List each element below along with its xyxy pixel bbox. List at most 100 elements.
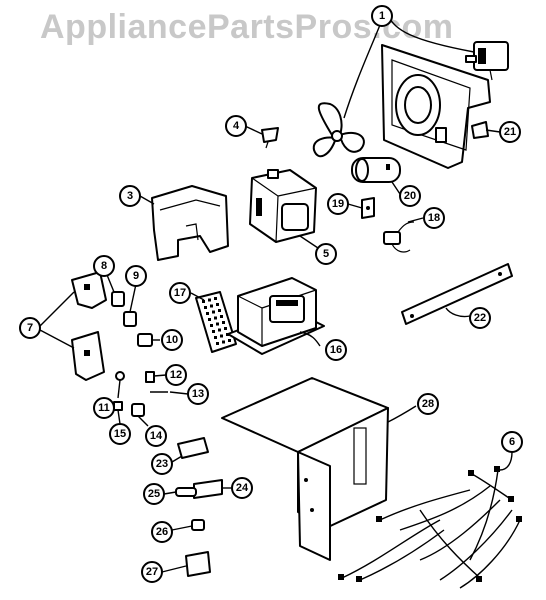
part-14-clip: [131, 403, 145, 417]
vent-hole: [220, 315, 223, 318]
callout-14: 14: [145, 425, 167, 447]
callout-13: 13: [187, 383, 209, 405]
vent-hole: [204, 306, 207, 309]
callout-label: 19: [332, 198, 344, 210]
part-4-sensor: [261, 127, 279, 149]
callout-label: 9: [133, 270, 139, 282]
callout-28: 28: [417, 393, 439, 415]
callout-17: 17: [169, 282, 191, 304]
callout-label: 22: [474, 312, 486, 324]
vent-hole: [218, 309, 221, 312]
fan-blade: [312, 102, 365, 158]
callout-label: 18: [428, 212, 440, 224]
vent-hole: [224, 327, 227, 330]
part-28-base-plate: [221, 377, 389, 561]
callout-10: 10: [161, 329, 183, 351]
part-20-capacitor: [351, 157, 401, 183]
part-8-switch: [111, 291, 125, 307]
vent-hole: [218, 328, 221, 332]
callout-3: 3: [119, 185, 141, 207]
part-3-air-duct: [151, 185, 229, 261]
vent-hole: [210, 304, 213, 308]
part-18-diode: [383, 221, 415, 253]
callout-label: 17: [174, 287, 186, 299]
vent-hole: [214, 316, 217, 320]
callout-12: 12: [165, 364, 187, 386]
callout-23: 23: [151, 453, 173, 475]
callout-label: 5: [323, 248, 329, 260]
callout-25: 25: [143, 483, 165, 505]
vent-hole: [222, 340, 225, 344]
callout-5: 5: [315, 243, 337, 265]
callout-label: 24: [236, 482, 249, 494]
part-27-relay: [185, 551, 211, 577]
callout-6: 6: [501, 431, 523, 453]
part-19-bracket: [361, 197, 375, 219]
callout-label: 23: [156, 458, 168, 470]
vent-hole: [208, 318, 211, 321]
vent-hole: [206, 312, 209, 315]
vent-hole: [216, 342, 219, 345]
callout-label: 3: [127, 190, 133, 202]
part-24-fuse-holder: [193, 479, 223, 499]
part-11-nut: [115, 371, 125, 381]
vent-hole: [216, 303, 219, 306]
callout-label: 20: [404, 190, 416, 202]
callout-22: 22: [469, 307, 491, 329]
part-10-switch: [137, 333, 153, 347]
callout-26: 26: [151, 521, 173, 543]
callout-1: 1: [371, 5, 393, 27]
part-5-magnetron: [249, 169, 317, 243]
part-16-transformer: [227, 277, 325, 355]
part-17-vent-plate: [195, 291, 237, 353]
callout-label: 28: [422, 398, 434, 410]
callout-8: 8: [93, 255, 115, 277]
callout-9: 9: [125, 265, 147, 287]
part-12-screw: [145, 371, 155, 383]
callout-label: 10: [166, 334, 178, 346]
part-9-switch: [123, 311, 137, 327]
part-22-rail: [401, 263, 513, 325]
callout-label: 7: [27, 322, 33, 334]
callout-label: 1: [379, 10, 385, 22]
vent-hole: [222, 321, 225, 324]
callout-7: 7: [19, 317, 41, 339]
vent-hole: [208, 298, 211, 302]
vent-hole: [212, 330, 215, 333]
part-6-wire-harness: [338, 466, 522, 589]
callout-19: 19: [327, 193, 349, 215]
part-25-fuse: [175, 487, 197, 497]
fan-motor: [465, 41, 509, 81]
callout-label: 26: [156, 526, 168, 538]
vent-hole: [212, 310, 215, 314]
vent-hole: [202, 300, 205, 303]
callout-15: 15: [109, 423, 131, 445]
part-23-terminal-block: [177, 437, 209, 459]
fan-shroud: [381, 44, 491, 169]
callout-16: 16: [325, 339, 347, 361]
callout-11: 11: [93, 397, 115, 419]
part-21-clip: [471, 121, 489, 139]
callout-label: 12: [170, 369, 182, 381]
callout-label: 27: [146, 566, 158, 578]
callout-27: 27: [141, 561, 163, 583]
vent-hole: [220, 334, 223, 338]
part-7-interlock-upper: [71, 271, 107, 309]
callout-21: 21: [499, 121, 521, 143]
callout-label: 13: [192, 388, 204, 400]
part-15-washer: [113, 401, 123, 411]
callout-label: 25: [148, 488, 160, 500]
callout-label: 15: [114, 428, 126, 440]
vent-hole: [216, 322, 219, 326]
callout-label: 21: [504, 126, 516, 138]
callout-label: 16: [330, 344, 342, 356]
vent-hole: [210, 324, 213, 327]
callout-20: 20: [399, 185, 421, 207]
callout-label: 6: [509, 436, 515, 448]
vent-hole: [228, 339, 231, 342]
vent-hole: [214, 336, 217, 339]
callout-18: 18: [423, 207, 445, 229]
part-26-connector: [191, 519, 205, 531]
callout-label: 4: [233, 120, 240, 132]
